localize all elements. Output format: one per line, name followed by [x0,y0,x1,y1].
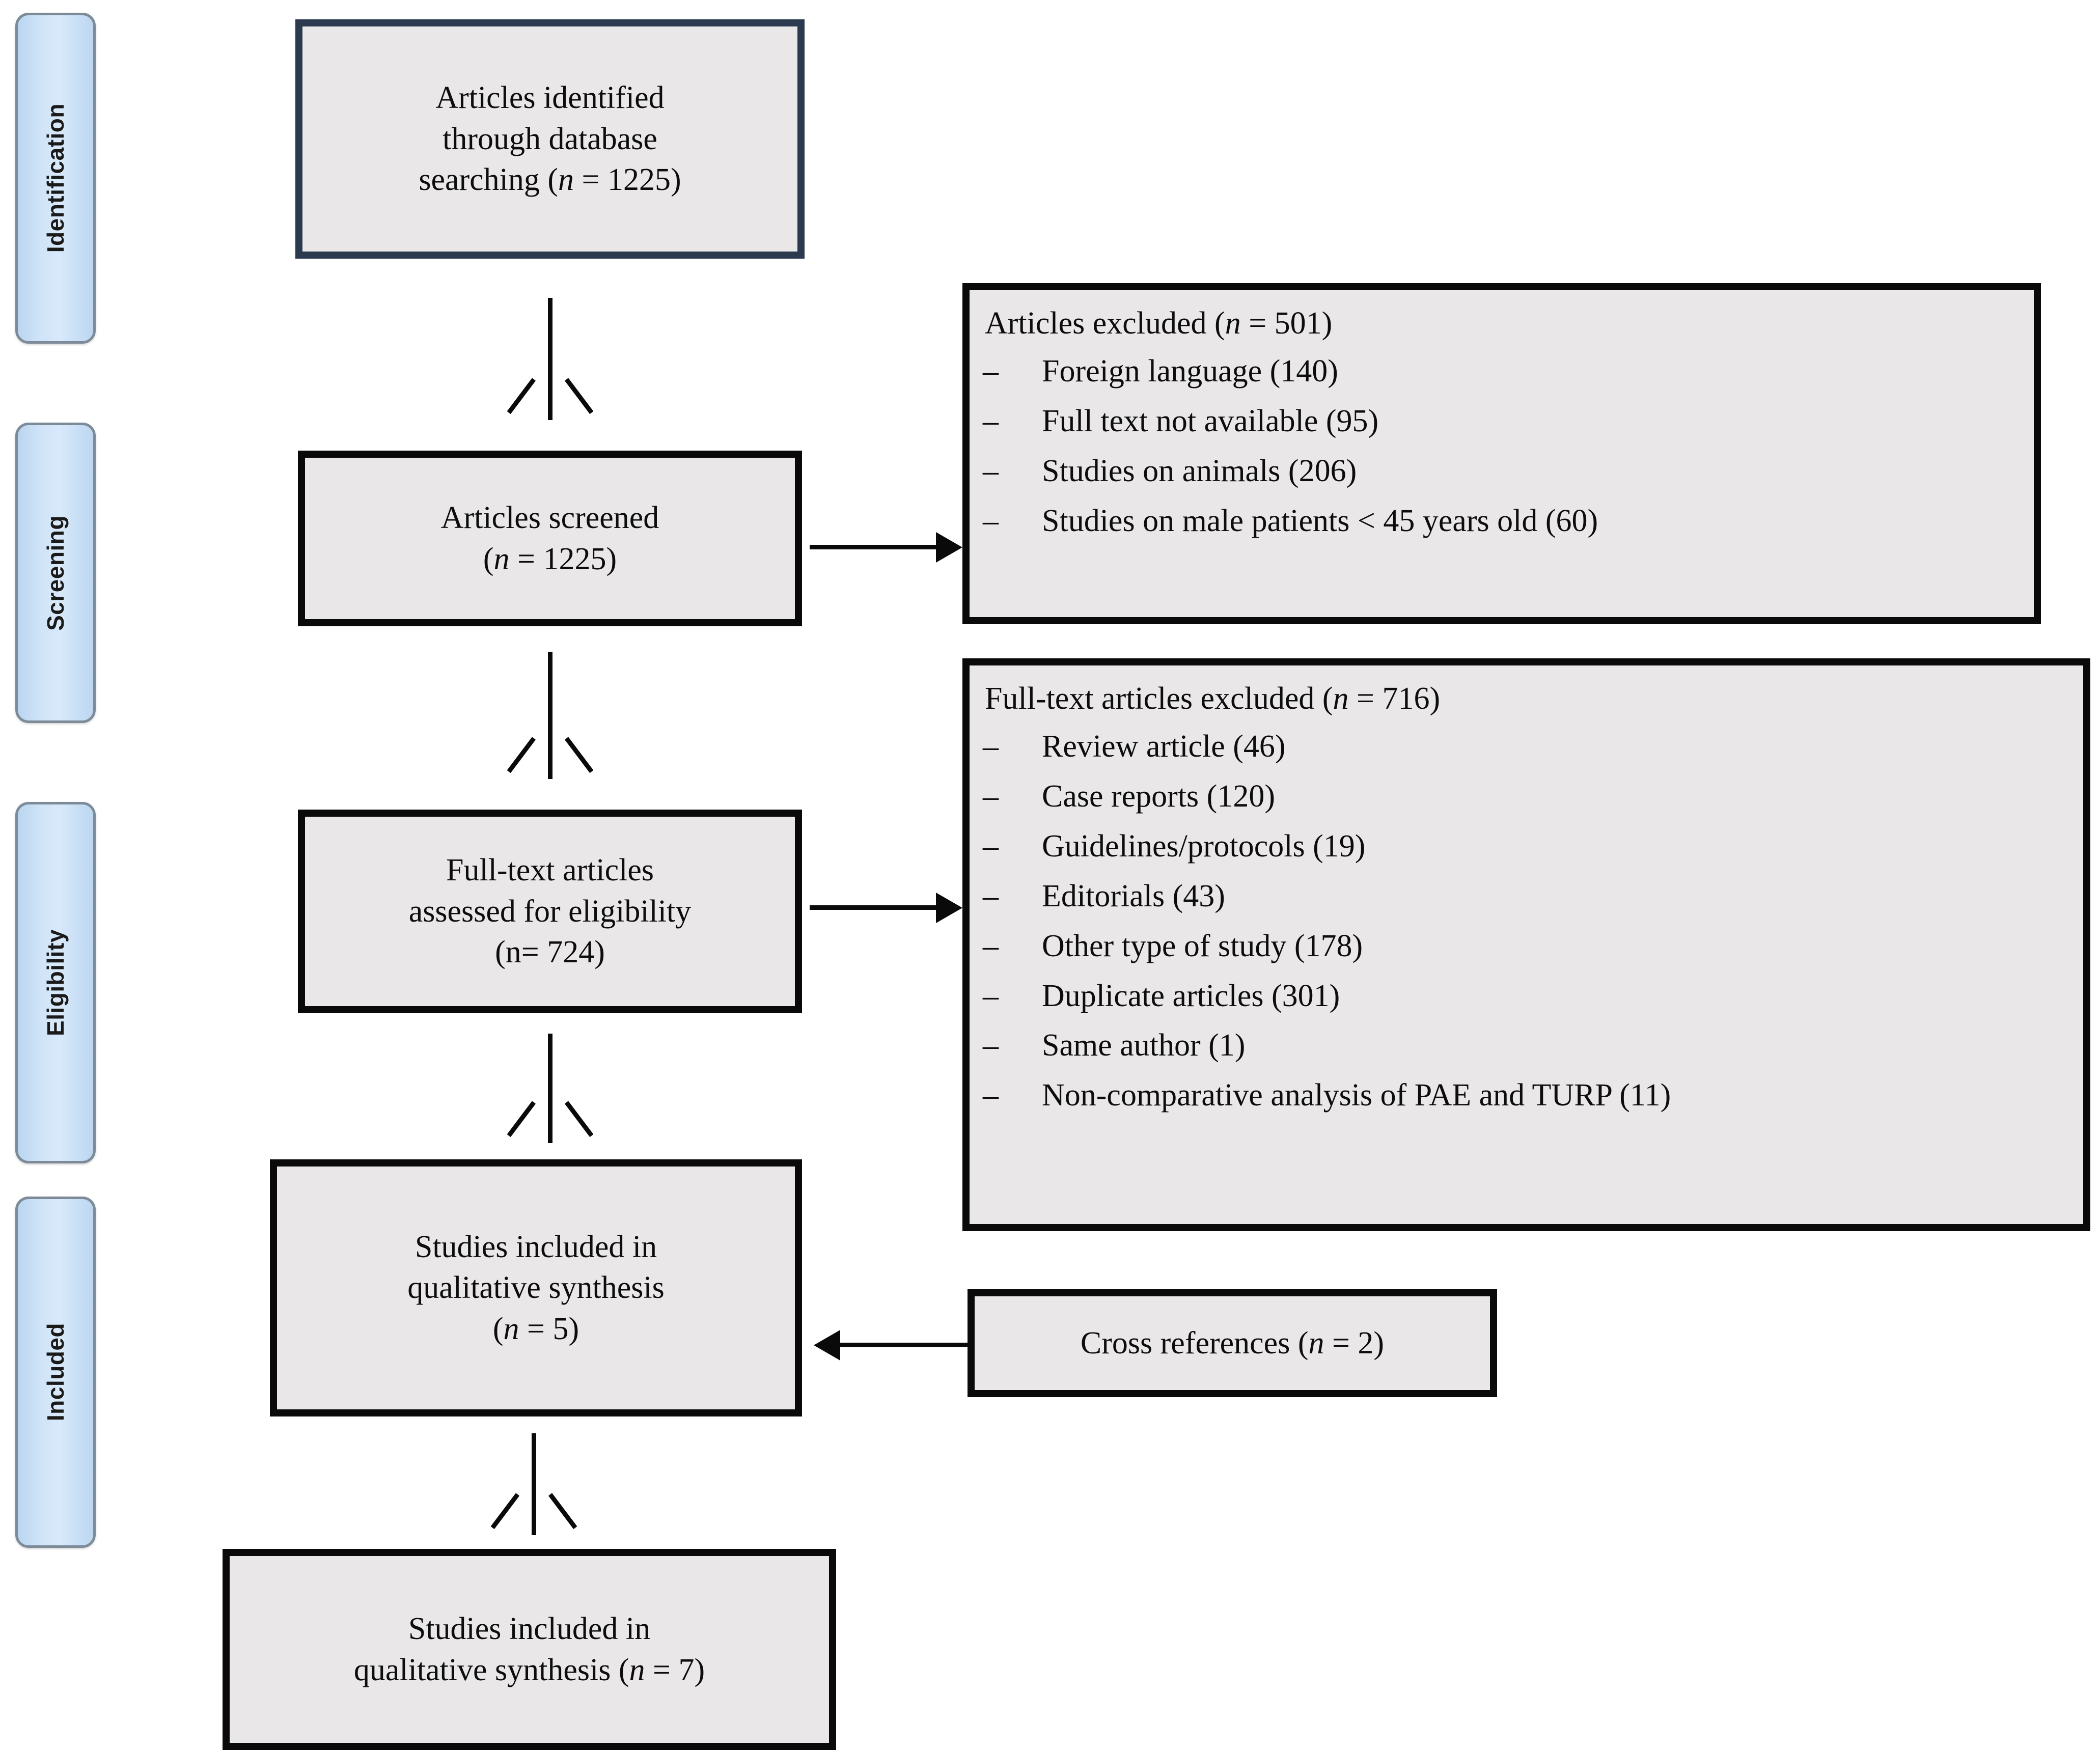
dash-bullet-icon: – [983,928,999,963]
arrow-fulltext-to-excluded-head [936,893,962,923]
qualitative5-line-1: Studies included in [415,1229,657,1264]
arrow-fulltext-to-excluded-stem [810,905,937,910]
node-qualitative-synthesis-5-text: Studies included in qualitative synthesi… [277,1227,795,1350]
cross-references-line: Cross references (n = 2) [1080,1325,1385,1360]
dash-bullet-icon: – [983,503,999,538]
arrow-screened-to-fulltext-wing-right [564,737,594,773]
node-articles-identified: Articles identified through database sea… [295,19,805,259]
arrow-qualitative5-to-qualitative7-wing-right [548,1493,577,1530]
identified-line-2: through database [443,121,657,156]
dash-bullet-icon: – [983,404,999,439]
list-item: –Full text not available (95) [983,401,2025,442]
dash-bullet-icon: – [983,878,999,913]
identified-line-1: Articles identified [435,80,665,116]
node-articles-excluded: Articles excluded (n = 501) –Foreign lan… [962,283,2041,624]
fulltext-excluded-list: –Review article (46) –Case reports (120)… [983,726,2074,1117]
node-cross-references-text: Cross references (n = 2) [975,1323,1490,1364]
articles-excluded-heading: Articles excluded (n = 501) [985,306,1333,341]
stage-pill-included-label: Included [42,1323,69,1422]
arrow-screened-to-excluded-head [936,532,962,563]
node-articles-screened: Articles screened (n = 1225) [298,451,802,626]
arrow-identified-to-screened-stem [548,298,552,420]
node-qualitative-synthesis-5: Studies included in qualitative synthesi… [270,1159,802,1416]
list-item: –Review article (46) [983,726,2074,768]
arrow-identified-to-screened-wing-left [507,378,536,414]
arrow-fulltext-to-qualitative5-stem [548,1034,552,1143]
arrow-screened-to-fulltext-wing-left [507,737,536,773]
arrow-qualitative5-to-qualitative7-wing-left [490,1493,520,1530]
list-item: –Duplicate articles (301) [983,976,2074,1017]
node-qualitative-synthesis-7: Studies included in qualitative synthesi… [223,1549,836,1750]
fulltext-excluded-heading: Full-text articles excluded (n = 716) [985,681,1441,716]
node-fulltext-excluded-text: Full-text articles excluded (n = 716) –R… [970,665,2083,1132]
qualitative7-line-2: qualitative synthesis (n = 7) [353,1652,705,1687]
arrow-screened-to-excluded-stem [810,545,937,549]
qualitative5-line-3: (n = 5) [492,1311,579,1346]
arrow-qualitative5-to-qualitative7-stem [532,1433,536,1535]
list-item: –Studies on animals (206) [983,451,2025,492]
list-item: –Guidelines/protocols (19) [983,826,2074,868]
node-fulltext-assessed-text: Full-text articles assessed for eligibil… [305,850,795,973]
node-qualitative-synthesis-7-text: Studies included in qualitative synthesi… [230,1608,829,1690]
stage-pill-screening-label: Screening [42,515,69,631]
arrow-identified-to-screened-wing-right [564,378,594,414]
dash-bullet-icon: – [983,729,999,764]
dash-bullet-icon: – [983,1078,999,1113]
dash-bullet-icon: – [983,1028,999,1063]
node-articles-identified-text: Articles identified through database sea… [302,77,797,201]
arrow-fulltext-to-qualitative5-wing-right [564,1101,594,1137]
node-articles-excluded-text: Articles excluded (n = 501) –Foreign lan… [970,290,2034,558]
screened-line-2: (n = 1225) [483,541,617,576]
arrow-crossrefs-to-qualitative5-stem [840,1343,968,1347]
node-articles-screened-text: Articles screened (n = 1225) [305,497,795,579]
dash-bullet-icon: – [983,779,999,814]
list-item: –Same author (1) [983,1025,2074,1067]
stage-pill-identification-label: Identification [42,103,69,253]
stage-pill-eligibility-label: Eligibility [42,929,69,1036]
list-item: –Case reports (120) [983,776,2074,818]
fulltext-assessed-line-2: assessed for eligibility [408,894,692,929]
stage-pill-screening: Screening [15,423,96,723]
stage-pill-included: Included [15,1197,96,1548]
qualitative7-line-1: Studies included in [408,1611,651,1646]
list-item: –Studies on male patients < 45 years old… [983,501,2025,542]
arrow-fulltext-to-qualitative5-wing-left [507,1101,536,1137]
identified-line-3: searching (n = 1225) [419,162,681,198]
list-item: –Foreign language (140) [983,351,2025,393]
list-item: –Editorials (43) [983,876,2074,918]
dash-bullet-icon: – [983,978,999,1013]
node-fulltext-excluded: Full-text articles excluded (n = 716) –R… [962,658,2090,1231]
qualitative5-line-2: qualitative synthesis [407,1270,665,1305]
dash-bullet-icon: – [983,829,999,864]
dash-bullet-icon: – [983,354,999,389]
arrow-screened-to-fulltext-stem [548,652,552,779]
list-item: –Other type of study (178) [983,926,2074,967]
list-item: –Non-comparative analysis of PAE and TUR… [983,1075,2074,1117]
fulltext-assessed-line-3: (n= 724) [495,935,605,970]
stage-pill-identification: Identification [15,13,96,344]
articles-excluded-list: –Foreign language (140) –Full text not a… [983,351,2025,542]
node-cross-references: Cross references (n = 2) [968,1289,1497,1397]
arrow-crossrefs-to-qualitative5-head [814,1330,840,1360]
screened-line-1: Articles screened [440,500,659,535]
fulltext-assessed-line-1: Full-text articles [446,853,654,888]
dash-bullet-icon: – [983,454,999,489]
stage-pill-eligibility: Eligibility [15,802,96,1163]
node-fulltext-assessed: Full-text articles assessed for eligibil… [298,810,802,1013]
